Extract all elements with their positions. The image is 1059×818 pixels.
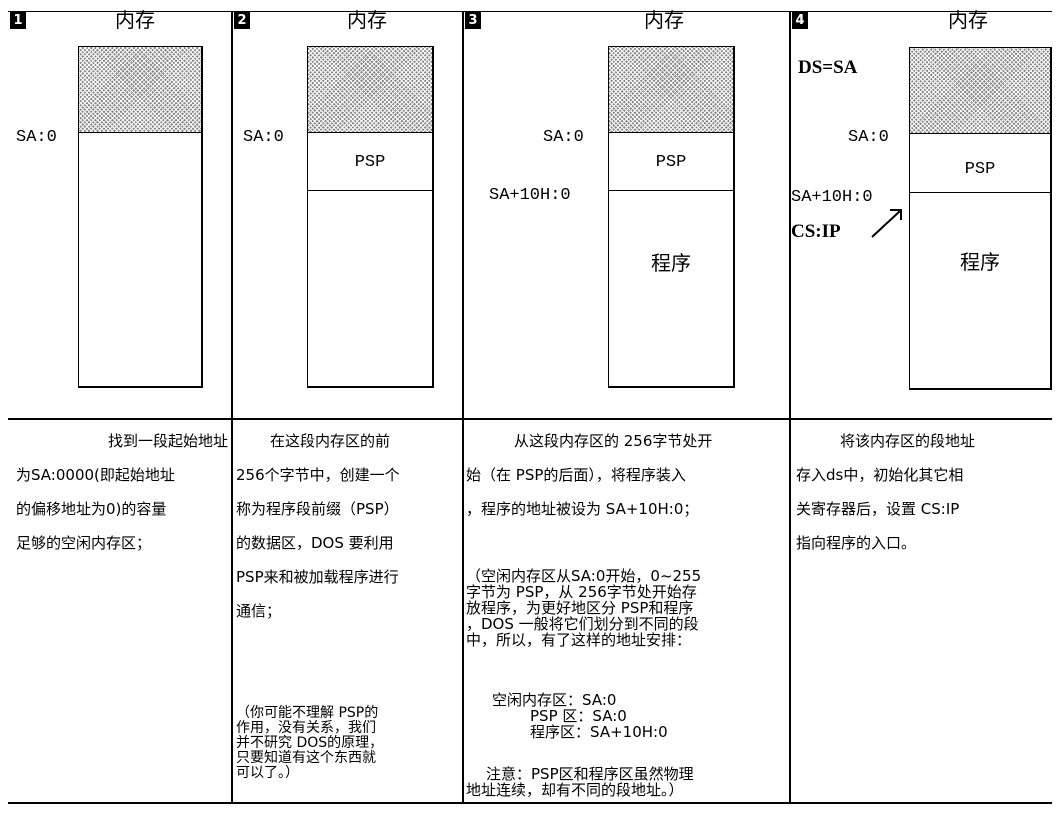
step-number-badge: 4 bbox=[792, 12, 808, 29]
step-description: 将该内存区的段地址 存入ds中，初始化其它相 关寄存器后，设置 CS:IP 指向… bbox=[796, 424, 1050, 560]
segment-label-program: 程序 bbox=[960, 250, 1000, 274]
caution-note: 注意：PSP区和程序区虽然物理 地址连续，却有不同的段地址。） bbox=[466, 766, 788, 798]
table-bottom-rule bbox=[8, 802, 1052, 804]
column-divider-2 bbox=[462, 12, 464, 804]
segment-label-psp: PSP bbox=[354, 153, 386, 172]
memory-block: PSP bbox=[307, 46, 434, 388]
step-description: 从这段内存区的 256字节处开 始（在 PSP的后面），将程序装入 ，程序的地址… bbox=[466, 424, 788, 526]
note-line: 并不研究 DOS的原理， bbox=[236, 735, 384, 751]
memory-title: 内存 bbox=[347, 8, 387, 32]
address-label-sa10h: SA+10H:0 bbox=[489, 186, 571, 205]
occupied-memory-region bbox=[79, 47, 201, 133]
address-row-value: ：SA:0 bbox=[567, 691, 617, 709]
table-top-border bbox=[8, 11, 1052, 12]
address-table: 空闲内存区：SA:0 PSP 区：SA:0 程序区：SA+10H:0 bbox=[466, 692, 788, 740]
description-line: ，程序的地址被设为 SA+10H:0； bbox=[466, 500, 699, 518]
segment-divider bbox=[609, 190, 733, 191]
address-row-name: PSP 区 bbox=[530, 707, 578, 725]
side-note: （空闲内存区从SA:0开始，0~255 字节为 PSP，从 256字节处开始存 … bbox=[466, 568, 788, 648]
occupied-memory-region bbox=[308, 47, 432, 133]
column-divider-1 bbox=[231, 12, 233, 804]
description-line: 在这段内存区的前 bbox=[270, 432, 391, 450]
step-description: 找到一段起始地址 为SA:0000(即起始地址 的偏移地址为0)的容量 足够的空… bbox=[16, 424, 228, 560]
description-line: 从这段内存区的 256字节处开 bbox=[514, 432, 713, 450]
description-line: 存入ds中，初始化其它相 bbox=[796, 466, 964, 484]
description-line: 的数据区，DOS 要利用 bbox=[236, 534, 394, 552]
occupied-memory-region bbox=[910, 48, 1050, 134]
description-line: 的偏移地址为0)的容量 bbox=[16, 500, 167, 518]
step-number-badge: 1 bbox=[10, 12, 26, 29]
address-row-value: ：SA+10H:0 bbox=[575, 723, 668, 741]
description-line: 关寄存器后，设置 CS:IP bbox=[796, 500, 960, 518]
caution-line: 地址连续，却有不同的段地址。） bbox=[466, 781, 684, 799]
address-row-name: 程序区 bbox=[530, 723, 576, 741]
note-line: 可以了。） bbox=[236, 765, 299, 781]
address-label-sa0: SA:0 bbox=[16, 128, 57, 147]
occupied-memory-region bbox=[609, 47, 733, 133]
note-line: 作用，没有关系，我们 bbox=[236, 720, 376, 736]
description-line: PSP来和被加载程序进行 bbox=[236, 568, 399, 586]
memory-title: 内存 bbox=[644, 8, 684, 32]
description-line: 足够的空闲内存区； bbox=[16, 534, 152, 552]
memory-title: 内存 bbox=[948, 8, 988, 32]
description-line: 将该内存区的段地址 bbox=[840, 432, 976, 450]
segment-label-psp: PSP bbox=[964, 160, 996, 179]
memory-block: PSP 程序 bbox=[909, 47, 1052, 390]
note-line: 中，所以，有了这样的地址安排： bbox=[466, 631, 692, 649]
table-middle-rule bbox=[8, 418, 1052, 420]
ds-register-label: DS=SA bbox=[798, 57, 858, 78]
address-label-sa0: SA:0 bbox=[243, 128, 284, 147]
note-line: （你可能不理解 PSP的 bbox=[236, 705, 379, 721]
note-line: （空闲内存区从SA:0开始，0~255 bbox=[466, 567, 702, 585]
note-line: ，DOS 一般将它们划分到不同的段 bbox=[466, 615, 699, 633]
description-line: 找到一段起始地址 bbox=[107, 432, 228, 450]
memory-block: PSP 程序 bbox=[608, 46, 735, 388]
address-row: 程序区：SA+10H:0 bbox=[466, 724, 788, 740]
address-row: 空闲内存区：SA:0 bbox=[466, 692, 788, 708]
address-row-name: 空闲内存区 bbox=[492, 691, 568, 709]
description-line: 始（在 PSP的后面），将程序装入 bbox=[466, 466, 686, 484]
address-row: PSP 区：SA:0 bbox=[466, 708, 788, 724]
segment-label-psp: PSP bbox=[655, 153, 687, 172]
memory-title: 内存 bbox=[115, 8, 155, 32]
memory-block bbox=[78, 46, 203, 388]
note-line: 放程序，为更好地区分 PSP和程序 bbox=[466, 599, 694, 617]
step-description: 在这段内存区的前 256个字节中，创建一个 称为程序段前缀（PSP） 的数据区，… bbox=[236, 424, 460, 628]
address-label-sa0: SA:0 bbox=[543, 128, 584, 147]
description-line: 指向程序的入口。 bbox=[796, 534, 917, 552]
description-line: 为SA:0000(即起始地址 bbox=[16, 466, 175, 484]
address-label-sa10h: SA+10H:0 bbox=[791, 188, 873, 207]
description-line: 称为程序段前缀（PSP） bbox=[236, 500, 399, 518]
step-number-badge: 3 bbox=[465, 12, 481, 29]
side-note: （你可能不理解 PSP的 作用，没有关系，我们 并不研究 DOS的原理， 只要知… bbox=[236, 706, 460, 781]
arrow-icon bbox=[871, 209, 902, 238]
cs-ip-label: CS:IP bbox=[791, 221, 841, 242]
description-line: 256个字节中，创建一个 bbox=[236, 466, 400, 484]
segment-label-program: 程序 bbox=[651, 251, 691, 275]
note-line: 字节为 PSP，从 256字节处开始存 bbox=[466, 583, 697, 601]
caution-line: 注意：PSP区和程序区虽然物理 bbox=[486, 765, 694, 783]
column-divider-3 bbox=[789, 12, 791, 804]
address-label-sa0: SA:0 bbox=[848, 128, 889, 147]
segment-divider bbox=[910, 192, 1050, 193]
step-number-badge: 2 bbox=[234, 12, 250, 29]
description-line: 通信； bbox=[236, 602, 282, 620]
address-row-value: ：SA:0 bbox=[577, 707, 627, 725]
note-line: 只要知道有这个东西就 bbox=[236, 750, 376, 766]
segment-divider bbox=[308, 190, 432, 191]
